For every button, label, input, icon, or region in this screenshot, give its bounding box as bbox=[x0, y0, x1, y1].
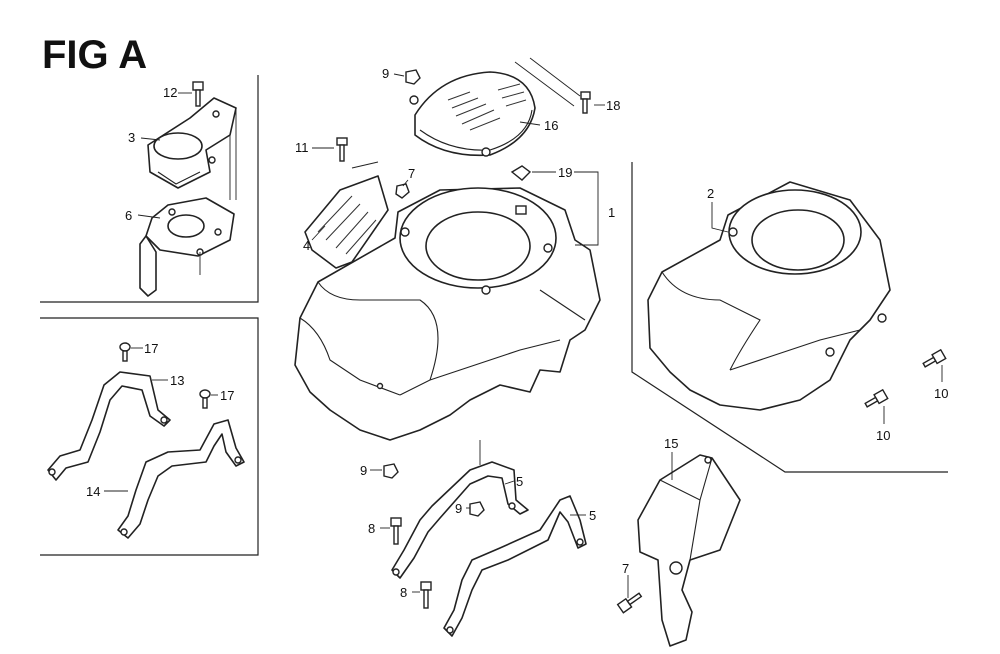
callout-2: 2 bbox=[707, 186, 714, 201]
callout-8-lower: 8 bbox=[400, 585, 407, 600]
callout-17-right: 17 bbox=[220, 388, 234, 403]
part-15-guard bbox=[637, 454, 741, 647]
part-14-band bbox=[117, 419, 245, 539]
top-left-frame bbox=[40, 75, 259, 303]
callout-19: 19 bbox=[558, 165, 572, 180]
callout-4: 4 bbox=[303, 238, 310, 253]
right-frame bbox=[631, 162, 948, 473]
callout-9-upper: 9 bbox=[382, 66, 389, 81]
part-13-band bbox=[47, 371, 171, 481]
part-3-bracket bbox=[147, 97, 237, 200]
callout-3: 3 bbox=[128, 130, 135, 145]
leader-lines bbox=[104, 57, 943, 598]
callout-18: 18 bbox=[606, 98, 620, 113]
callout-11: 11 bbox=[295, 140, 309, 155]
callout-8-upper: 8 bbox=[368, 521, 375, 536]
part-4-bracket bbox=[304, 161, 389, 269]
callout-5-lower: 5 bbox=[589, 508, 596, 523]
part-2-fan-cover-alt bbox=[647, 181, 891, 411]
figure-title: FIG A bbox=[42, 33, 147, 77]
part-11-bolt bbox=[336, 137, 348, 162]
callout-14: 14 bbox=[86, 484, 100, 499]
part-5-band-upper bbox=[391, 440, 529, 579]
callout-16: 16 bbox=[544, 118, 558, 133]
callout-1: 1 bbox=[608, 205, 615, 220]
callout-labels: 12 3 6 11 4 7 9 16 18 19 1 2 10 10 17 17… bbox=[86, 66, 948, 600]
callout-10-right: 10 bbox=[934, 386, 948, 401]
callout-7-lower: 7 bbox=[622, 561, 629, 576]
callout-12: 12 bbox=[163, 85, 177, 100]
panel-frames bbox=[40, 75, 948, 556]
callout-9-lower-mid: 9 bbox=[455, 501, 462, 516]
part-16-top-cover bbox=[409, 71, 536, 157]
part-6-plate bbox=[139, 197, 235, 297]
part-1-fan-cover bbox=[294, 187, 601, 441]
callout-7-upper: 7 bbox=[408, 166, 415, 181]
bottom-left-frame bbox=[40, 317, 259, 556]
callout-9-lower-left: 9 bbox=[360, 463, 367, 478]
part-5-band-lower bbox=[443, 495, 587, 637]
callout-17-left: 17 bbox=[144, 341, 158, 356]
callout-15: 15 bbox=[664, 436, 678, 451]
callout-6: 6 bbox=[125, 208, 132, 223]
callout-13: 13 bbox=[170, 373, 184, 388]
callout-10-lower: 10 bbox=[876, 428, 890, 443]
fasteners bbox=[119, 69, 947, 614]
part-12-bolt bbox=[192, 81, 204, 107]
callout-5-upper: 5 bbox=[516, 474, 523, 489]
